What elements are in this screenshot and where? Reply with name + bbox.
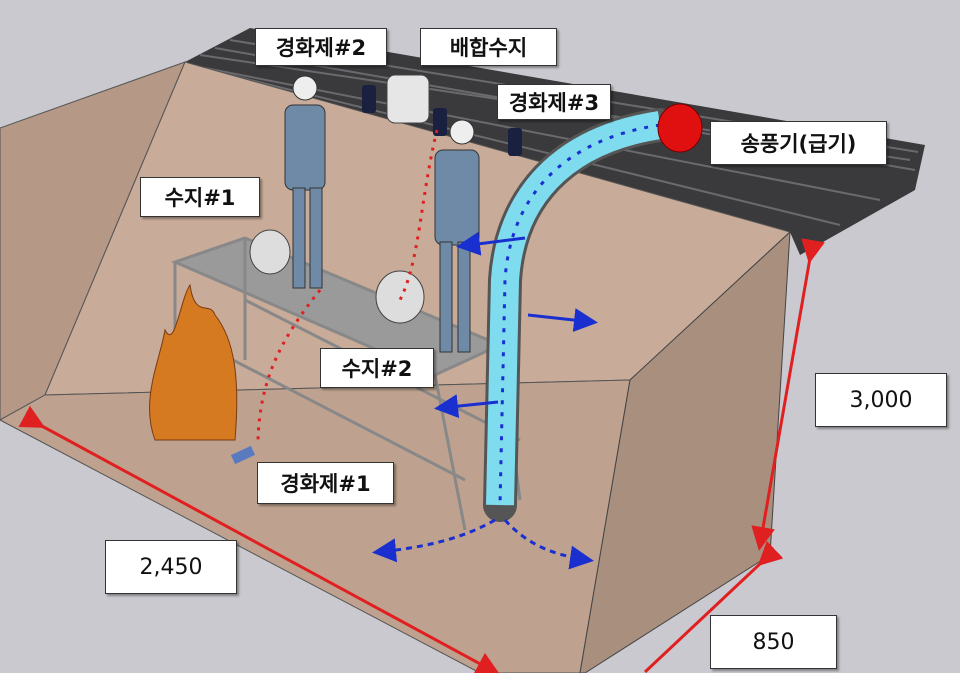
label-hardener-2: 경화제#2	[255, 28, 387, 66]
label-hardener-1: 경화제#1	[257, 462, 394, 504]
dimension-width: 850	[710, 615, 837, 669]
dimension-length: 2,450	[105, 540, 237, 594]
label-mixed-resin: 배합수지	[420, 28, 557, 66]
resin1-bucket	[249, 229, 291, 275]
label-resin-2: 수지#2	[320, 348, 434, 388]
dimension-height: 3,000	[815, 373, 947, 427]
floor	[0, 379, 631, 673]
roof-grating	[185, 28, 925, 255]
label-resin-1: 수지#1	[140, 177, 260, 217]
blower	[657, 103, 703, 153]
hardener2-bottle	[362, 85, 376, 113]
hardener-bottle	[433, 108, 447, 136]
mixed-resin-bucket	[386, 74, 430, 124]
label-blower: 송풍기(급기)	[710, 121, 887, 165]
label-hardener-3: 경화제#3	[497, 84, 611, 120]
dimension-arrows	[18, 238, 825, 673]
hardener3-bottle	[508, 128, 522, 156]
fire	[149, 283, 238, 441]
worker-2	[434, 119, 480, 353]
worker-1	[284, 75, 326, 289]
